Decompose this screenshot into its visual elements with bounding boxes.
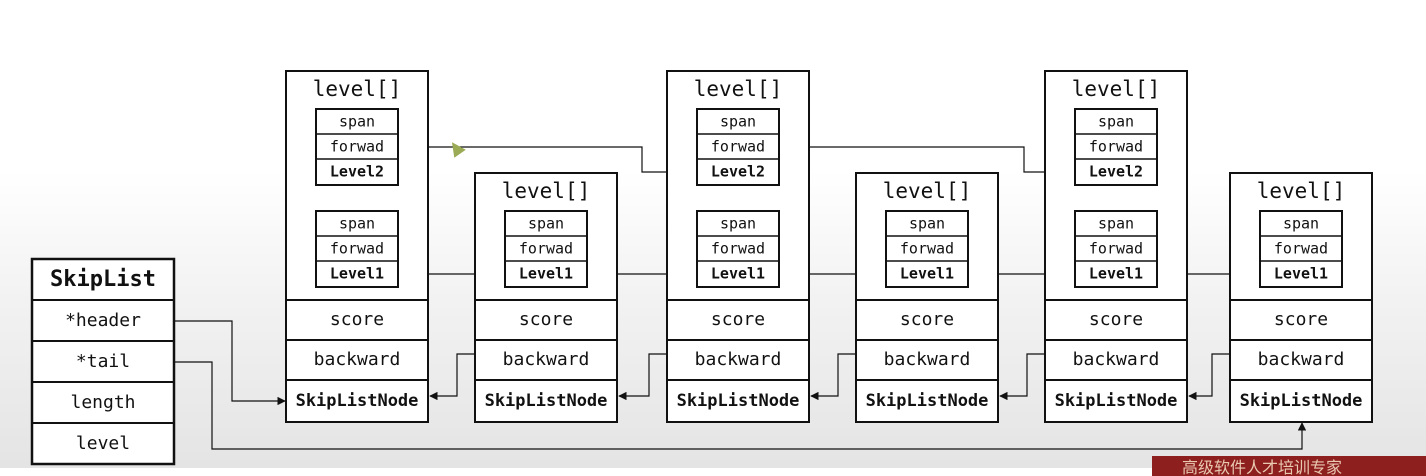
score-field: score [711,309,765,330]
node-3: level[]spanforwadLevel2spanforwadLevel1s… [666,70,810,423]
backward-pointer [1188,353,1230,401]
forward-label: forwad [330,240,384,258]
level1-label: Level1 [1274,265,1328,283]
forward-pointer-level2 [398,146,697,177]
level2-label: Level2 [711,163,765,181]
header-pointer [174,320,286,406]
score-field: score [900,309,954,330]
backward-pointer [999,353,1045,401]
skiplist-field-0: *header [65,310,141,331]
level2-label: Level2 [330,163,384,181]
watermark-banner: 高级软件人才培训专家 [1152,456,1426,476]
skiplist-frame [30,257,176,466]
span-label: span [720,215,756,233]
level-box [1074,108,1158,186]
backward-field: backward [1073,349,1160,370]
forward-label: forwad [1089,138,1143,156]
level-array-label: level[] [1072,77,1161,101]
level-array-label: level[] [313,77,402,101]
span-label: span [528,215,564,233]
level-box [315,210,399,288]
score-field: score [330,309,384,330]
score-field: score [519,309,573,330]
skiplist-field-3: level [76,433,130,454]
node-type-label: SkipListNode [485,391,608,411]
level-box [1074,210,1158,288]
forward-pointer-level2 [779,146,1075,177]
level1-label: Level1 [519,265,573,283]
forward-label: forwad [519,240,573,258]
level-box [885,210,969,288]
level-box [1259,210,1343,288]
backward-field: backward [503,349,590,370]
node-type-label: SkipListNode [677,391,800,411]
level1-label: Level1 [330,265,384,283]
skiplist-field-1: *tail [76,351,130,372]
level2-label: Level2 [1089,163,1143,181]
score-field: score [1274,309,1328,330]
node-type-label: SkipListNode [866,391,989,411]
level-array-label: level[] [883,179,972,203]
level1-label: Level1 [900,265,954,283]
span-label: span [1098,215,1134,233]
level-array-label: level[] [1257,179,1346,203]
node-type-label: SkipListNode [296,391,419,411]
forward-label: forwad [711,138,765,156]
forward-label: forwad [900,240,954,258]
node-1: level[]spanforwadLevel2spanforwadLevel1s… [285,70,429,423]
span-label: span [909,215,945,233]
skiplist-title: SkipList [50,267,156,292]
tail-pointer [174,361,1307,450]
backward-pointer [810,353,856,401]
level-box [696,210,780,288]
pointer-arrows [174,146,1307,450]
backward-pointer [429,353,475,401]
skiplist-struct: SkipList *header *tail length level [30,257,176,466]
level-array-label: level[] [694,77,783,101]
backward-pointer [618,353,667,401]
score-field: score [1089,309,1143,330]
span-label: span [1098,113,1134,131]
forward-label: forwad [330,138,384,156]
backward-field: backward [1258,349,1345,370]
level-box [315,108,399,186]
forward-label: forwad [1274,240,1328,258]
span-label: span [1283,215,1319,233]
span-label: span [720,113,756,131]
span-label: span [339,215,375,233]
backward-field: backward [314,349,401,370]
node-type-label: SkipListNode [1240,391,1363,411]
level1-label: Level1 [1089,265,1143,283]
forward-label: forwad [711,240,765,258]
node-5: level[]spanforwadLevel2spanforwadLevel1s… [1044,70,1188,423]
level-box [504,210,588,288]
level1-label: Level1 [711,265,765,283]
node-type-label: SkipListNode [1055,391,1178,411]
level-array-label: level[] [502,179,591,203]
forward-label: forwad [1089,240,1143,258]
level-box [696,108,780,186]
skiplist-field-2: length [70,392,135,413]
backward-field: backward [695,349,782,370]
backward-field: backward [884,349,971,370]
span-label: span [339,113,375,131]
